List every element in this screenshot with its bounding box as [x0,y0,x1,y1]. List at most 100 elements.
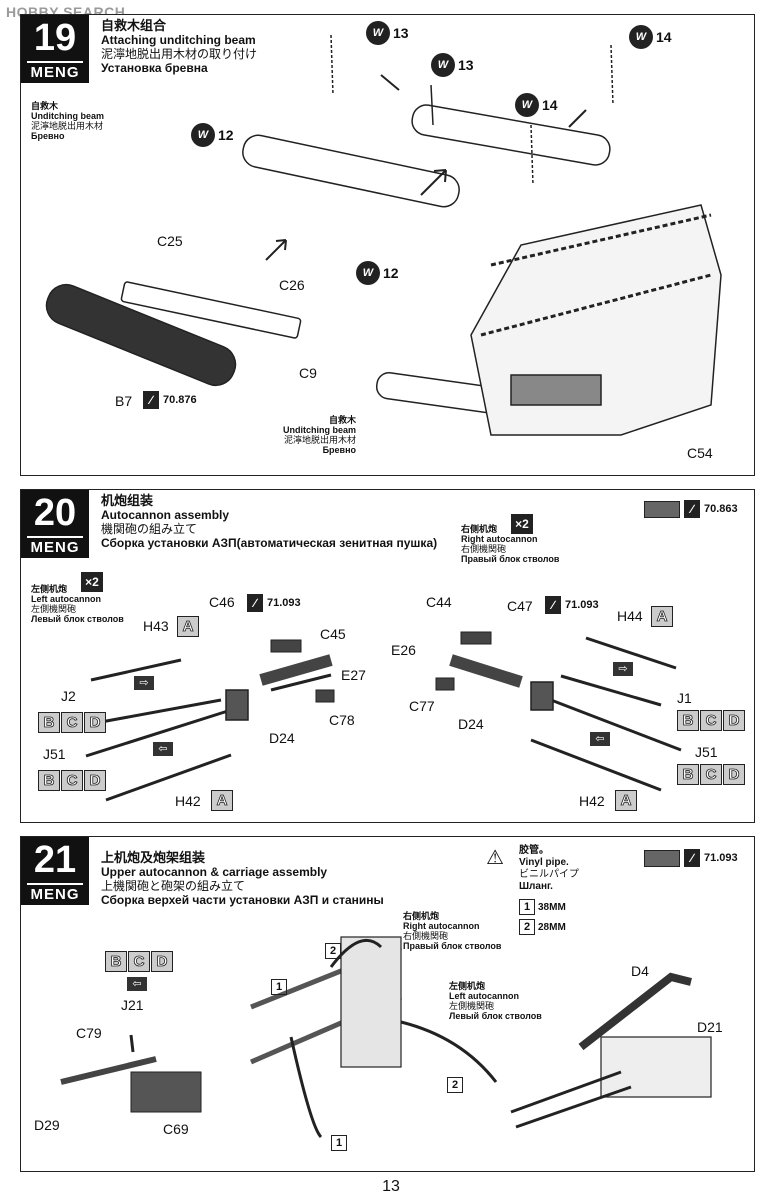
tube-mark: 1 [331,1133,350,1151]
w-number: 12 [383,265,399,281]
left-autocannon-note: 左侧机炮 Left autocannon 左側機関砲 Левый блок ст… [31,584,124,624]
letter-a-box: A [177,616,200,637]
title-zh: 机炮组装 [101,493,154,508]
tube-number: 1 [271,979,287,995]
title-zh: 自救木组合 [101,18,167,33]
title-ru: Сборка установки АЗП(автоматическая зени… [101,536,438,550]
tube-size: 38MM [538,902,566,913]
tube-mark: 1 [271,977,290,995]
letter-bcd-boxes: B C D [677,764,746,785]
brush-icon: ∕ [247,594,263,612]
w-number: 12 [218,127,234,143]
note-ru: Правый блок стволов [461,554,560,564]
part-label: C47 [507,598,533,614]
note-en: Vinyl pipe. [519,857,569,868]
paint-code: 71.093 [267,597,301,609]
note-ru: Левый блок стволов [449,1011,542,1021]
tube-mark: 2 [325,941,344,959]
note-ru: Правый блок стволов [403,941,502,951]
direction-arrow-icon: ⇦ [590,732,610,746]
title-en: Upper autocannon & carriage assembly [101,865,328,879]
letter-a-box: A [211,790,234,811]
part-label: C25 [157,233,183,249]
step-20-panel: 20 MENG 机炮组装 Autocannon assembly 機関砲の組み立… [20,489,755,823]
title-en: Autocannon assembly [101,508,230,522]
letter-box: C [61,712,83,733]
note-zh: 左侧机炮 [449,981,486,991]
part-label: C26 [279,277,305,293]
paint-swatch [644,849,680,867]
step-20-titles: 机炮组装 Autocannon assembly 機関砲の組み立て Сборка… [101,493,438,551]
w-badge-icon: W [629,25,653,49]
note-ja: 右側機関砲 [403,931,449,941]
w-number: 14 [656,29,672,45]
part-label: B7 [115,393,133,409]
part-label: J21 [121,997,144,1013]
paint-callout-main: ∕ 70.863 [644,500,738,518]
title-ru: Установка бревна [101,61,208,75]
brand-logo: MENG [27,883,83,905]
part-label: C46 [209,594,235,610]
paint-swatch [644,500,680,518]
note-ru: Шланг. [519,881,553,892]
unditching-beam-note-top: 自救木 Unditching beam 泥濘地脱出用木材 Бревно [31,101,104,141]
title-ru: Сборка верхей части установки АЗП и стан… [101,893,384,907]
multiplier-badge: ×2 [511,514,533,534]
letter-box: D [151,951,173,972]
part-label: C79 [76,1025,102,1041]
paint-code: 71.093 [565,599,599,611]
part-label: C77 [409,698,435,714]
part-label: D4 [631,963,649,979]
part-label: C45 [320,626,346,642]
step-19-illustration [45,34,722,436]
direction-arrow-icon: ⇦ [153,742,173,756]
letter-box: D [723,764,745,785]
part-label: C9 [299,365,317,381]
part-label: H42 [579,793,605,809]
letter-bcd-boxes: B C D [105,951,174,972]
part-label: C69 [163,1121,189,1137]
brush-icon: ∕ [143,391,159,409]
w-number: 14 [542,97,558,113]
part-label: C54 [687,445,713,461]
part-label: D21 [697,1019,723,1035]
part-label: C78 [329,712,355,728]
w-badge-icon: W [191,123,215,147]
note-ja: 左側機関砲 [449,1001,495,1011]
letter-a-box: A [615,790,638,811]
part-label: J51 [695,744,718,760]
w-number: 13 [393,25,409,41]
brush-icon: ∕ [684,849,700,867]
left-autocannon-note: 左侧机炮 Left autocannon 左側機関砲 Левый блок ст… [449,981,542,1021]
w-badge-icon: W [515,93,539,117]
part-label: C44 [426,594,452,610]
part-label: E26 [391,642,416,658]
tube-number: 1 [331,1135,347,1151]
step-21-badge: 21 MENG [21,837,89,905]
letter-bcd-boxes: B C D [38,712,107,733]
part-label: J2 [61,688,76,704]
direction-arrow-icon: ⇨ [613,662,633,676]
note-zh: 右侧机炮 [403,911,440,921]
warning-icon: ⚠ [486,847,504,869]
letter-box: B [38,770,60,791]
letter-box: D [84,712,106,733]
note-ru: Бревно [322,445,357,455]
letter-box: C [61,770,83,791]
tube-number: 2 [447,1077,463,1093]
part-label: H44 [617,608,643,624]
paint-callout: ∕ 71.093 [545,596,599,614]
letter-box: A [615,790,637,811]
part-label: E27 [341,667,366,683]
note-zh: 左侧机炮 [31,584,68,594]
letter-box: C [700,764,722,785]
step-19-badge: 19 MENG [21,15,89,83]
step-19-panel: 19 MENG 自救木组合 Attaching unditching beam … [20,14,755,476]
step-20-illustration [85,631,682,802]
brand-logo: MENG [27,536,83,558]
right-autocannon-note: 右侧机炮 Right autocannon 右側機関砲 Правый блок … [403,911,501,951]
w-badge-icon: W [366,21,390,45]
paint-code: 70.876 [163,394,197,406]
